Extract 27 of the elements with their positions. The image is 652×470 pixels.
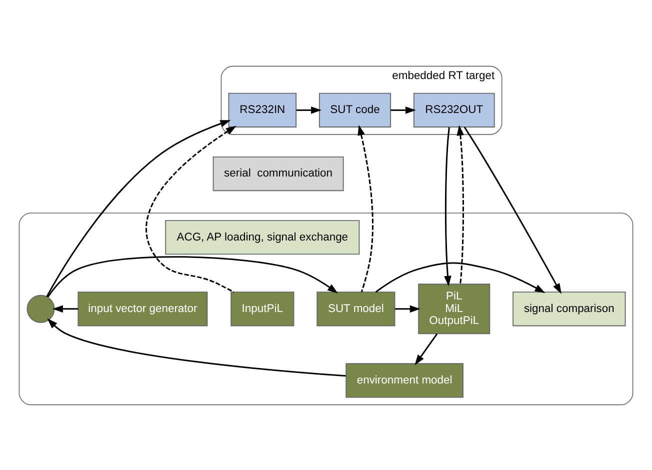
arrow	[444, 126, 452, 286]
arrow	[146, 125, 236, 292]
arrow	[456, 124, 464, 284]
node-box: RS232OUT	[413, 92, 495, 127]
arrow	[395, 304, 420, 312]
arrow	[375, 262, 546, 293]
node-box: SUT code	[318, 92, 391, 127]
node-box: PiL MiL OutputPiL	[418, 283, 490, 334]
cluster	[18, 212, 634, 405]
arrow	[464, 126, 562, 294]
node-box: InputPiL	[230, 291, 294, 326]
arrow	[358, 124, 374, 292]
node-box: input vector generator	[78, 291, 208, 326]
arrow	[296, 106, 322, 114]
node-circle	[26, 294, 55, 322]
node-box: ACG, AP loading, signal exchange	[165, 220, 360, 254]
arrow	[47, 318, 346, 376]
arrow	[47, 256, 338, 297]
node-box: signal comparison	[512, 291, 626, 326]
arrow	[52, 304, 78, 312]
arrow	[414, 332, 438, 365]
node-box: SUT model	[316, 291, 396, 326]
node-box: RS232IN	[228, 92, 297, 127]
arrow	[390, 106, 416, 114]
node-box: environment model	[346, 362, 464, 398]
arrow	[46, 120, 231, 296]
node-box: serial communication	[212, 156, 344, 191]
